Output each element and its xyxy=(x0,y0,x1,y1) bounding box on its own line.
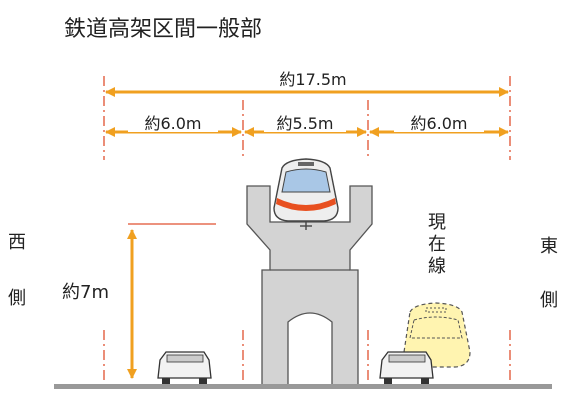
total-width-label: 約17.5m xyxy=(279,70,346,89)
west-label-1: 西 xyxy=(8,232,26,253)
right-width-label: 約6.0m xyxy=(410,114,467,133)
east-label-1: 東 xyxy=(540,236,558,257)
center-width-label: 約5.5m xyxy=(276,114,333,133)
east-label-2: 側 xyxy=(540,290,558,311)
dimension-extension-lines xyxy=(103,76,511,385)
current-line-train xyxy=(403,302,471,368)
current-line-label-2: 在 xyxy=(428,234,446,255)
diagram-title: 鉄道高架区間一般部 xyxy=(64,17,262,42)
train-on-viaduct xyxy=(273,158,339,230)
current-line-label-3: 線 xyxy=(428,256,446,277)
left-width-label: 約6.0m xyxy=(144,114,201,133)
height-label: 約7m xyxy=(62,282,109,303)
car-west xyxy=(157,351,212,384)
current-line-label-1: 現 xyxy=(428,212,446,233)
car-east xyxy=(379,351,434,384)
west-label-2: 側 xyxy=(8,288,26,309)
ground-line xyxy=(54,384,552,389)
viaduct-structure xyxy=(246,185,373,386)
